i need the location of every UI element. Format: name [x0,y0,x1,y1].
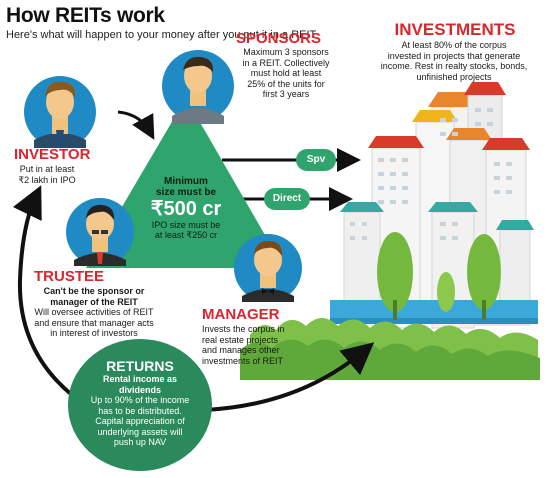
returns-line: Capital appreciation of [95,416,185,426]
trustee-bold-line: manager of the REIT [50,296,138,307]
spv-pill [296,149,336,171]
trustee-line: in interest of investors [50,328,138,338]
investor-line: ₹2 lakh in IPO [18,174,76,185]
page-subtitle: Here's what will happen to your money af… [6,29,317,41]
investor-text: Put in at least ₹2 lakh in IPO [14,164,80,185]
arrow-icon [12,185,74,397]
investments-line: invested in projects that generate [387,50,521,61]
direct-pill [264,188,310,210]
returns-line: push up NAV [113,437,167,447]
investments-text: At least 80% of the corpus invested in p… [362,40,546,82]
returns-line: has to be distributed. [98,405,182,416]
returns-circle [68,339,212,471]
reit-triangle [86,98,284,268]
manager-heading: MANAGER [202,306,280,323]
investor-avatar-icon [24,76,96,148]
page-title: How REITs work [6,4,165,27]
spv-label: Spv [306,154,326,165]
returns-text: RETURNS Rental income as dividends Up to… [72,358,208,448]
manager-line: real estate projects [202,334,279,345]
triangle-text: Minimum size must be ₹500 cr IPO size mu… [140,176,232,240]
triangle-amount: ₹500 cr [150,198,222,220]
sponsors-line: 25% of the units for [247,78,325,89]
returns-line: underlying assets will [97,426,183,437]
investments-line: At least 80% of the corpus [401,40,507,50]
tree-icon [240,232,540,380]
sponsor-avatar-icon [162,50,234,124]
arrow-icon [204,342,375,412]
trustee-line: Will oversee activities of REIT [34,307,154,317]
trustee-bold-line: Can't be the sponsor or [43,286,145,296]
manager-line: investments of REIT [202,355,284,366]
direct-label: Direct [272,193,302,204]
trustee-avatar-icon [66,198,134,266]
returns-bold-line: Rental income as [102,374,178,384]
triangle-line: size must be [155,187,217,198]
returns-bold-line: dividends [118,384,161,395]
sponsors-text: Maximum 3 sponsors in a REIT. Collective… [230,47,342,100]
returns-line: Up to 90% of the income [90,395,190,405]
sponsors-line: first 3 years [262,89,310,99]
manager-line: and manages other [202,345,280,355]
manager-avatar-icon [234,234,302,302]
investments-line: unfinished projects [416,71,492,82]
investments-heading: INVESTMENTS [394,20,516,39]
investments-line: income. Rest in realty stocks, bonds, [380,61,528,71]
arrow-icon [117,110,155,140]
sponsors-heading: SPONSORS [236,30,322,47]
investor-line: Put in at least [19,164,75,174]
triangle-line: at least ₹250 cr [154,230,218,240]
buildings-illustration [330,82,538,331]
trustee-heading: TRUSTEE [34,268,105,285]
manager-text: Invests the corpus in real estate projec… [202,324,306,366]
returns-heading: RETURNS [106,358,174,374]
triangle-line: Minimum [164,176,208,187]
trustee-text: Can't be the sponsor or manager of the R… [26,286,162,339]
investor-heading: INVESTOR [14,146,91,163]
triangle-line: IPO size must be [151,220,221,230]
manager-line: Invests the corpus in [202,324,285,334]
sponsors-line: Maximum 3 sponsors [243,47,329,57]
sponsors-line: in a REIT. Collectively [242,57,330,68]
trustee-line: and ensure that manager acts [34,317,154,328]
sponsors-line: must hold at least [250,68,322,78]
